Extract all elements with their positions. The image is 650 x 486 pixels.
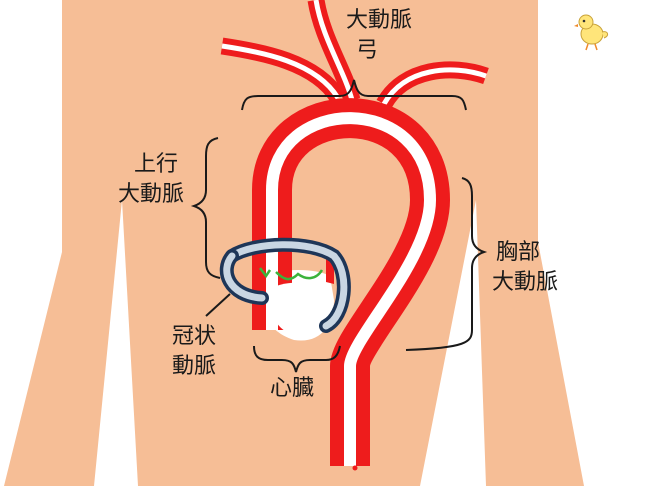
valve-marking [259, 267, 324, 281]
heart-ventricle [268, 282, 325, 336]
label-thoracic-line1: 胸部 [496, 240, 541, 265]
label-coronary-line1: 冠状 [172, 324, 217, 349]
label-aortic-arch-line1: 大動脈 [346, 8, 413, 33]
aorta [252, 98, 450, 466]
label-ascending-aorta: 上行 大動脈 [118, 150, 184, 210]
coronary-artery-left-inner [223, 252, 266, 302]
chick-icon [574, 14, 609, 51]
label-aortic-arch: 大動脈 弓 [346, 6, 412, 66]
label-thoracic-aorta: 胸部 大動脈 [492, 238, 558, 298]
branch-artery-right [376, 61, 489, 109]
branch-artery-left [220, 37, 346, 103]
bracket-thoracic [405, 177, 488, 351]
coronary-artery-inner [228, 241, 348, 330]
label-coronary-line2: 動脈 [172, 354, 217, 379]
label-coronary-artery: 冠状 動脈 [172, 322, 216, 382]
label-thoracic-line2: 大動脈 [492, 270, 559, 295]
branch-artery-center [307, 0, 361, 103]
bracket-aortic-arch [241, 79, 467, 111]
label-heart: 心臓 [270, 376, 315, 401]
pointer-coronary [205, 293, 231, 317]
aorta-end-dot [352, 465, 358, 471]
label-ascending-line2: 大動脈 [118, 182, 185, 207]
bracket-ascending [190, 137, 221, 279]
label-aortic-arch-line2: 弓 [356, 38, 379, 63]
bracket-heart [253, 345, 341, 373]
label-ascending-line1: 上行 [134, 152, 179, 177]
